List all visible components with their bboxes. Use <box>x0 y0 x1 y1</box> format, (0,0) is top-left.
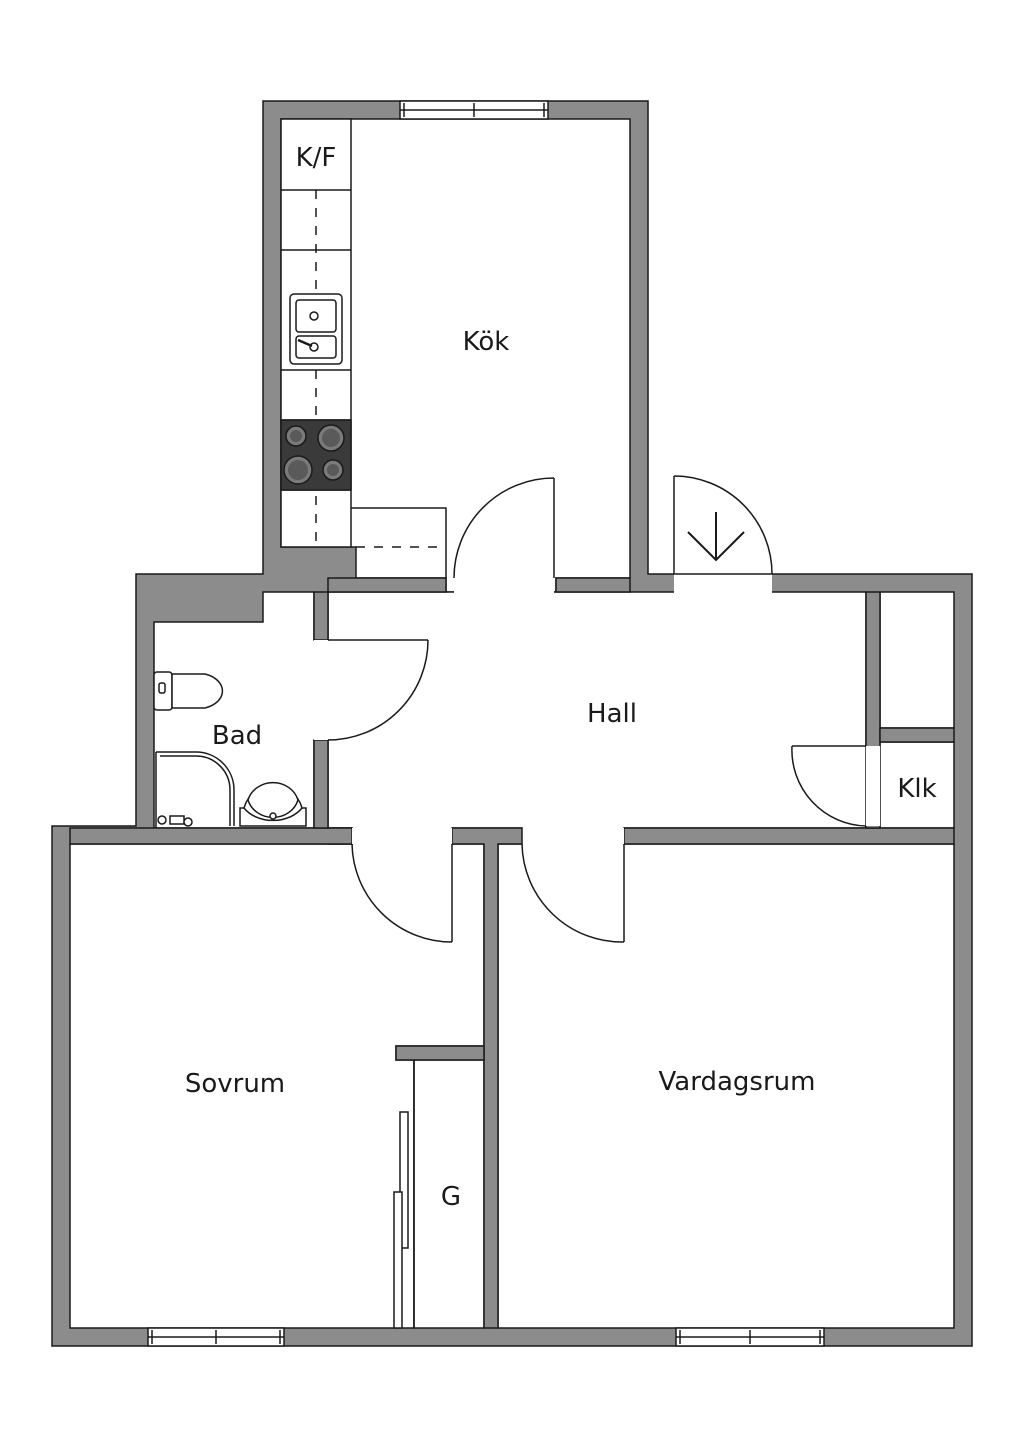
room-label-g: G <box>441 1182 461 1212</box>
room-label-bad: Bad <box>212 721 262 751</box>
sink-icon <box>289 293 343 365</box>
bedroom-door <box>351 843 453 943</box>
shower-icon <box>155 751 235 828</box>
kitchen-hall-wall <box>555 577 631 593</box>
window-icon <box>399 100 549 120</box>
wardrobe-sliding-doors <box>393 1060 415 1329</box>
room-label-kok: Kök <box>463 327 510 357</box>
wardrobe-wall <box>395 1045 485 1061</box>
stove-icon <box>280 419 352 491</box>
window-icon <box>147 1327 285 1347</box>
toilet-icon <box>153 671 224 711</box>
kitchen-door <box>453 477 555 579</box>
room-label-hall: Hall <box>587 699 637 729</box>
bedroom-hall-wall <box>451 827 523 1329</box>
entrance-arrow-icon <box>687 512 745 562</box>
closet-klk-floor <box>879 741 955 829</box>
storage-upper <box>879 591 955 729</box>
window-icon <box>675 1327 825 1347</box>
closet-door <box>791 745 867 827</box>
livingroom-door <box>521 843 625 943</box>
room-label-sovrum: Sovrum <box>185 1069 285 1099</box>
room-label-klk: Klk <box>897 774 936 804</box>
bath-door <box>327 639 429 741</box>
room-label-vardagsrum: Vardagsrum <box>659 1067 816 1097</box>
bath-floor <box>153 591 329 829</box>
entrance-door <box>673 475 773 575</box>
washbasin-icon <box>239 781 307 827</box>
livingroom-hall-wall <box>623 827 955 845</box>
room-label-kf: K/F <box>296 143 337 173</box>
